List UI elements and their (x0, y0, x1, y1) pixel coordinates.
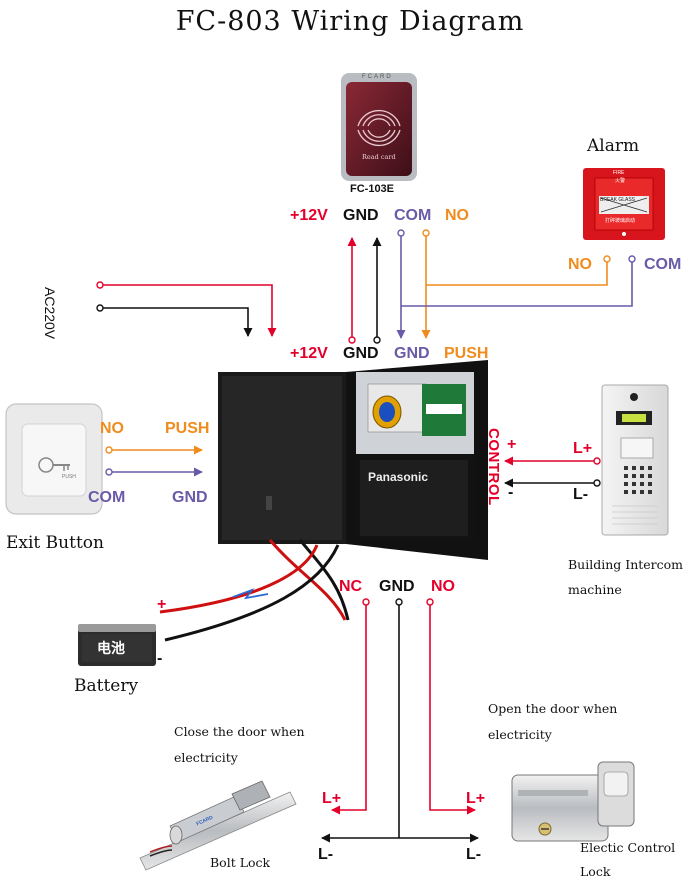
intercom-l-plus: L+ (573, 440, 593, 457)
elock-name-line1: Electic Control (580, 840, 676, 855)
intercom-name-line1: Building Intercom (568, 557, 684, 572)
top-terminal-no: NO (445, 207, 469, 224)
elock-caption-line1: Open the door when (488, 701, 618, 716)
battery-wires (159, 544, 340, 642)
bolt-l-plus: L+ (322, 790, 342, 807)
box-terminal-gnd-1: GND (343, 345, 379, 362)
top-terminal-com: COM (394, 207, 432, 224)
ac220v-label: AC220V (42, 287, 58, 340)
intercom-name-line2: machine (568, 582, 622, 597)
top-terminal-12v: +12V (290, 207, 328, 224)
bolt-lock-device (139, 780, 297, 871)
battery-name: Battery (74, 676, 139, 696)
alarm-panel-bottom: 打碎玻璃启动 (605, 218, 636, 224)
exit-no: NO (100, 420, 124, 437)
intercom-l-minus: L- (573, 486, 589, 503)
bolt-lock-name: Bolt Lock (210, 855, 271, 870)
alarm-panel-sub: 火警 (615, 178, 626, 184)
card-reader-device (341, 73, 417, 181)
elock-l-minus: L- (466, 846, 482, 863)
exit-gnd: GND (172, 489, 208, 506)
cell-brand: Panasonic (368, 470, 429, 484)
exit-button-device (5, 403, 103, 515)
alarm-panel-top: FIRE (613, 170, 625, 176)
reader-face-text: Read card (362, 153, 396, 161)
ac-input-wires (103, 284, 277, 337)
exit-com: COM (88, 489, 126, 506)
alarm-no: NO (568, 256, 592, 273)
reader-wires (347, 236, 431, 339)
output-gnd: GND (379, 578, 415, 595)
alarm-title: Alarm (587, 136, 640, 156)
box-terminal-gnd-2: GND (394, 345, 430, 362)
output-no: NO (431, 578, 455, 595)
exit-push: PUSH (165, 420, 210, 437)
elock-name-line2: Lock (580, 864, 611, 879)
intercom-device (601, 384, 669, 536)
bolt-caption-line1: Close the door when (174, 724, 305, 739)
control-label: CONTROL (485, 428, 502, 506)
bolt-l-minus: L- (318, 846, 334, 863)
elock-l-plus: L+ (466, 790, 486, 807)
alarm-com: COM (644, 256, 682, 273)
battery-face-text: 电池 (97, 641, 125, 657)
battery-body (78, 624, 156, 666)
box-terminal-12v: +12V (290, 345, 328, 362)
exit-plate-text: PUSH (62, 474, 76, 480)
bolt-caption-line2: electricity (174, 750, 238, 765)
controller-box (218, 360, 488, 621)
reader-brand: FCARD (362, 74, 393, 80)
exit-button-name: Exit Button (6, 533, 104, 553)
elock-caption-line2: electricity (488, 727, 552, 742)
lock-output-wires (321, 605, 479, 843)
electric-lock-device (511, 761, 635, 842)
alarm-panel-mid: BREAK GLASS (600, 197, 636, 203)
page-title: FC-803 Wiring Diagram (175, 6, 525, 37)
battery-plus: + (157, 596, 167, 613)
alarm-wires (401, 262, 633, 307)
control-minus: - (508, 484, 514, 501)
top-terminal-gnd: GND (343, 207, 379, 224)
alarm-device (583, 168, 665, 240)
battery-minus: - (157, 650, 163, 667)
exit-wires (112, 445, 203, 477)
reader-model: FC-103E (350, 183, 395, 195)
output-nc: NC (339, 578, 363, 595)
control-plus: + (507, 436, 517, 453)
intercom-wires (504, 456, 594, 488)
box-terminal-push: PUSH (444, 345, 489, 362)
